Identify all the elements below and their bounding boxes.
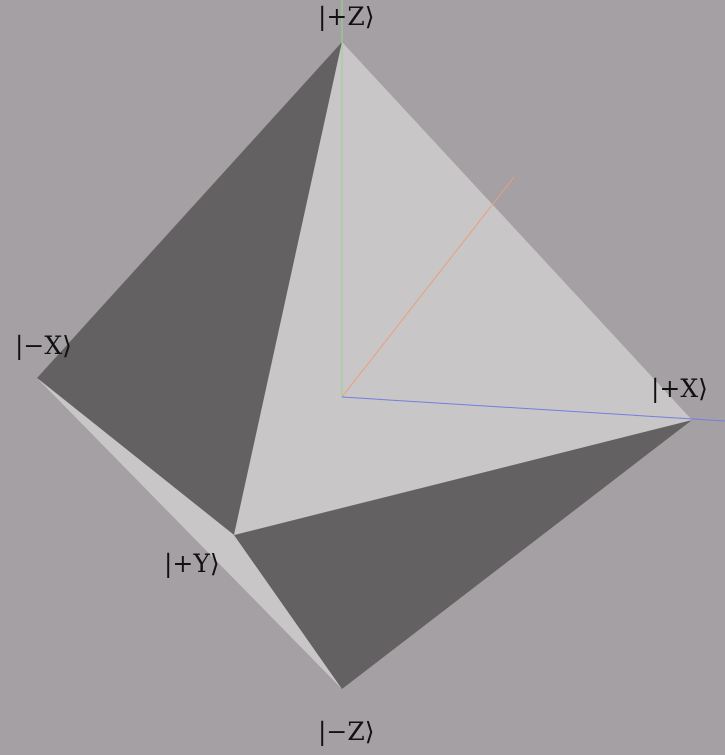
vertex-label-minus-z: |−Z⟩ [318, 717, 375, 746]
vertex-label-plus-x: |+X⟩ [651, 374, 708, 403]
vertex-label-plus-y: |+Y⟩ [164, 549, 220, 578]
axis-horizontal-blue [341, 396, 725, 422]
face-lower-left [37, 378, 342, 689]
vertex-label-minus-x: |−X⟩ [15, 331, 72, 360]
face-upper-left [37, 42, 342, 535]
face-lower-right [234, 420, 692, 689]
axis-diagonal-orange [341, 176, 515, 398]
vertex-label-plus-z: |+Z⟩ [318, 2, 375, 31]
